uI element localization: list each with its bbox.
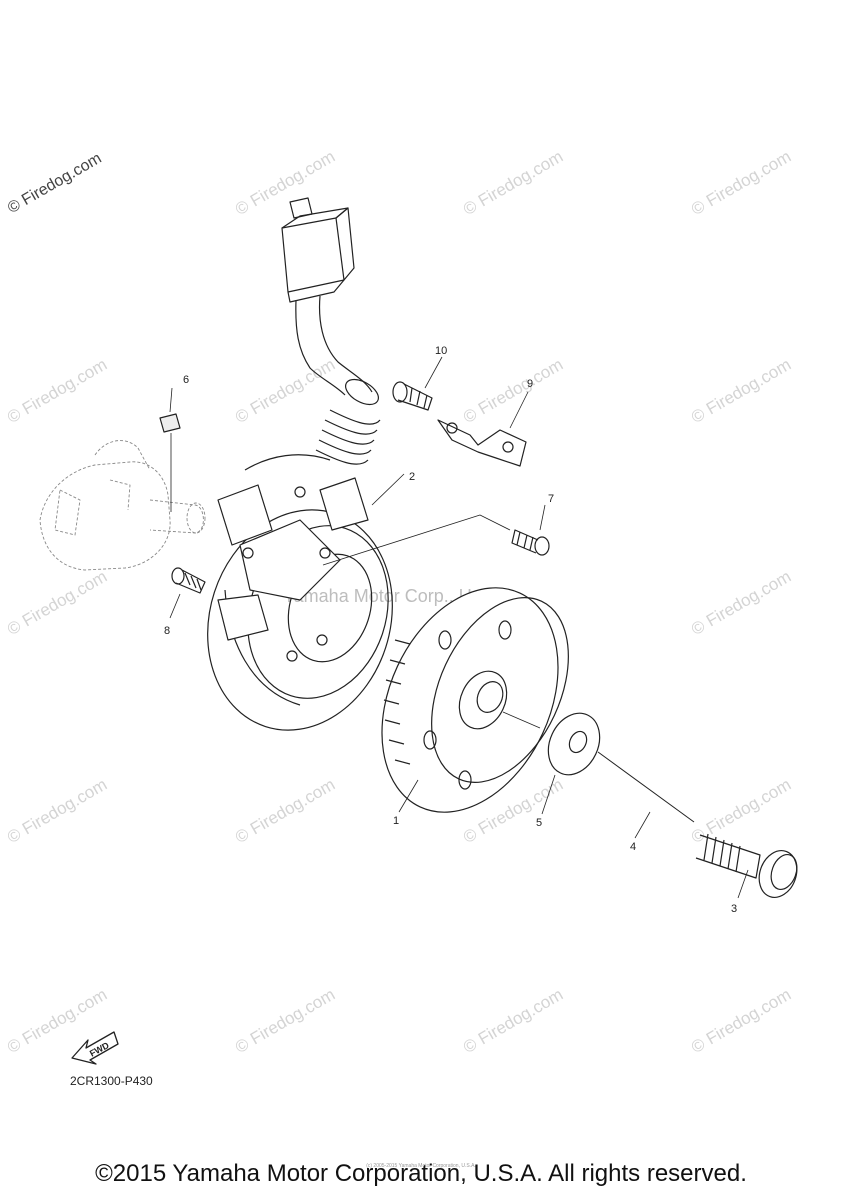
flange-bolt <box>695 833 798 898</box>
screw-8 <box>171 567 206 594</box>
callout-2: 2 <box>409 471 415 483</box>
fwd-arrow-icon <box>71 1031 119 1065</box>
leader-lines <box>169 356 749 899</box>
fine-print-copyright: (c) 2005-2015 Yamaha Motor Corporation, … <box>366 1163 476 1169</box>
lead-clamp <box>437 419 527 467</box>
wire-harness <box>281 197 381 465</box>
screw-7 <box>511 529 550 556</box>
callout-8: 8 <box>164 625 170 637</box>
bolt-10 <box>392 381 433 411</box>
copyright-footer: ©2015 Yamaha Motor Corporation, U.S.A. A… <box>95 1160 747 1187</box>
woodruff-key <box>159 413 181 433</box>
pin-4 <box>597 751 695 823</box>
stator-assembly <box>207 454 393 731</box>
callout-10: 10 <box>435 345 447 357</box>
washer <box>547 712 601 776</box>
crankshaft-ghost <box>39 440 206 571</box>
callout-9: 9 <box>527 378 533 390</box>
callout-1: 1 <box>393 815 399 827</box>
callout-5: 5 <box>536 817 542 829</box>
callout-3: 3 <box>731 903 737 915</box>
flywheel-rotor <box>381 587 569 813</box>
callout-7: 7 <box>548 493 554 505</box>
callout-4: 4 <box>630 841 636 853</box>
diagram-reference-code: 2CR1300-P430 <box>70 1074 153 1088</box>
callout-6: 6 <box>183 374 189 386</box>
